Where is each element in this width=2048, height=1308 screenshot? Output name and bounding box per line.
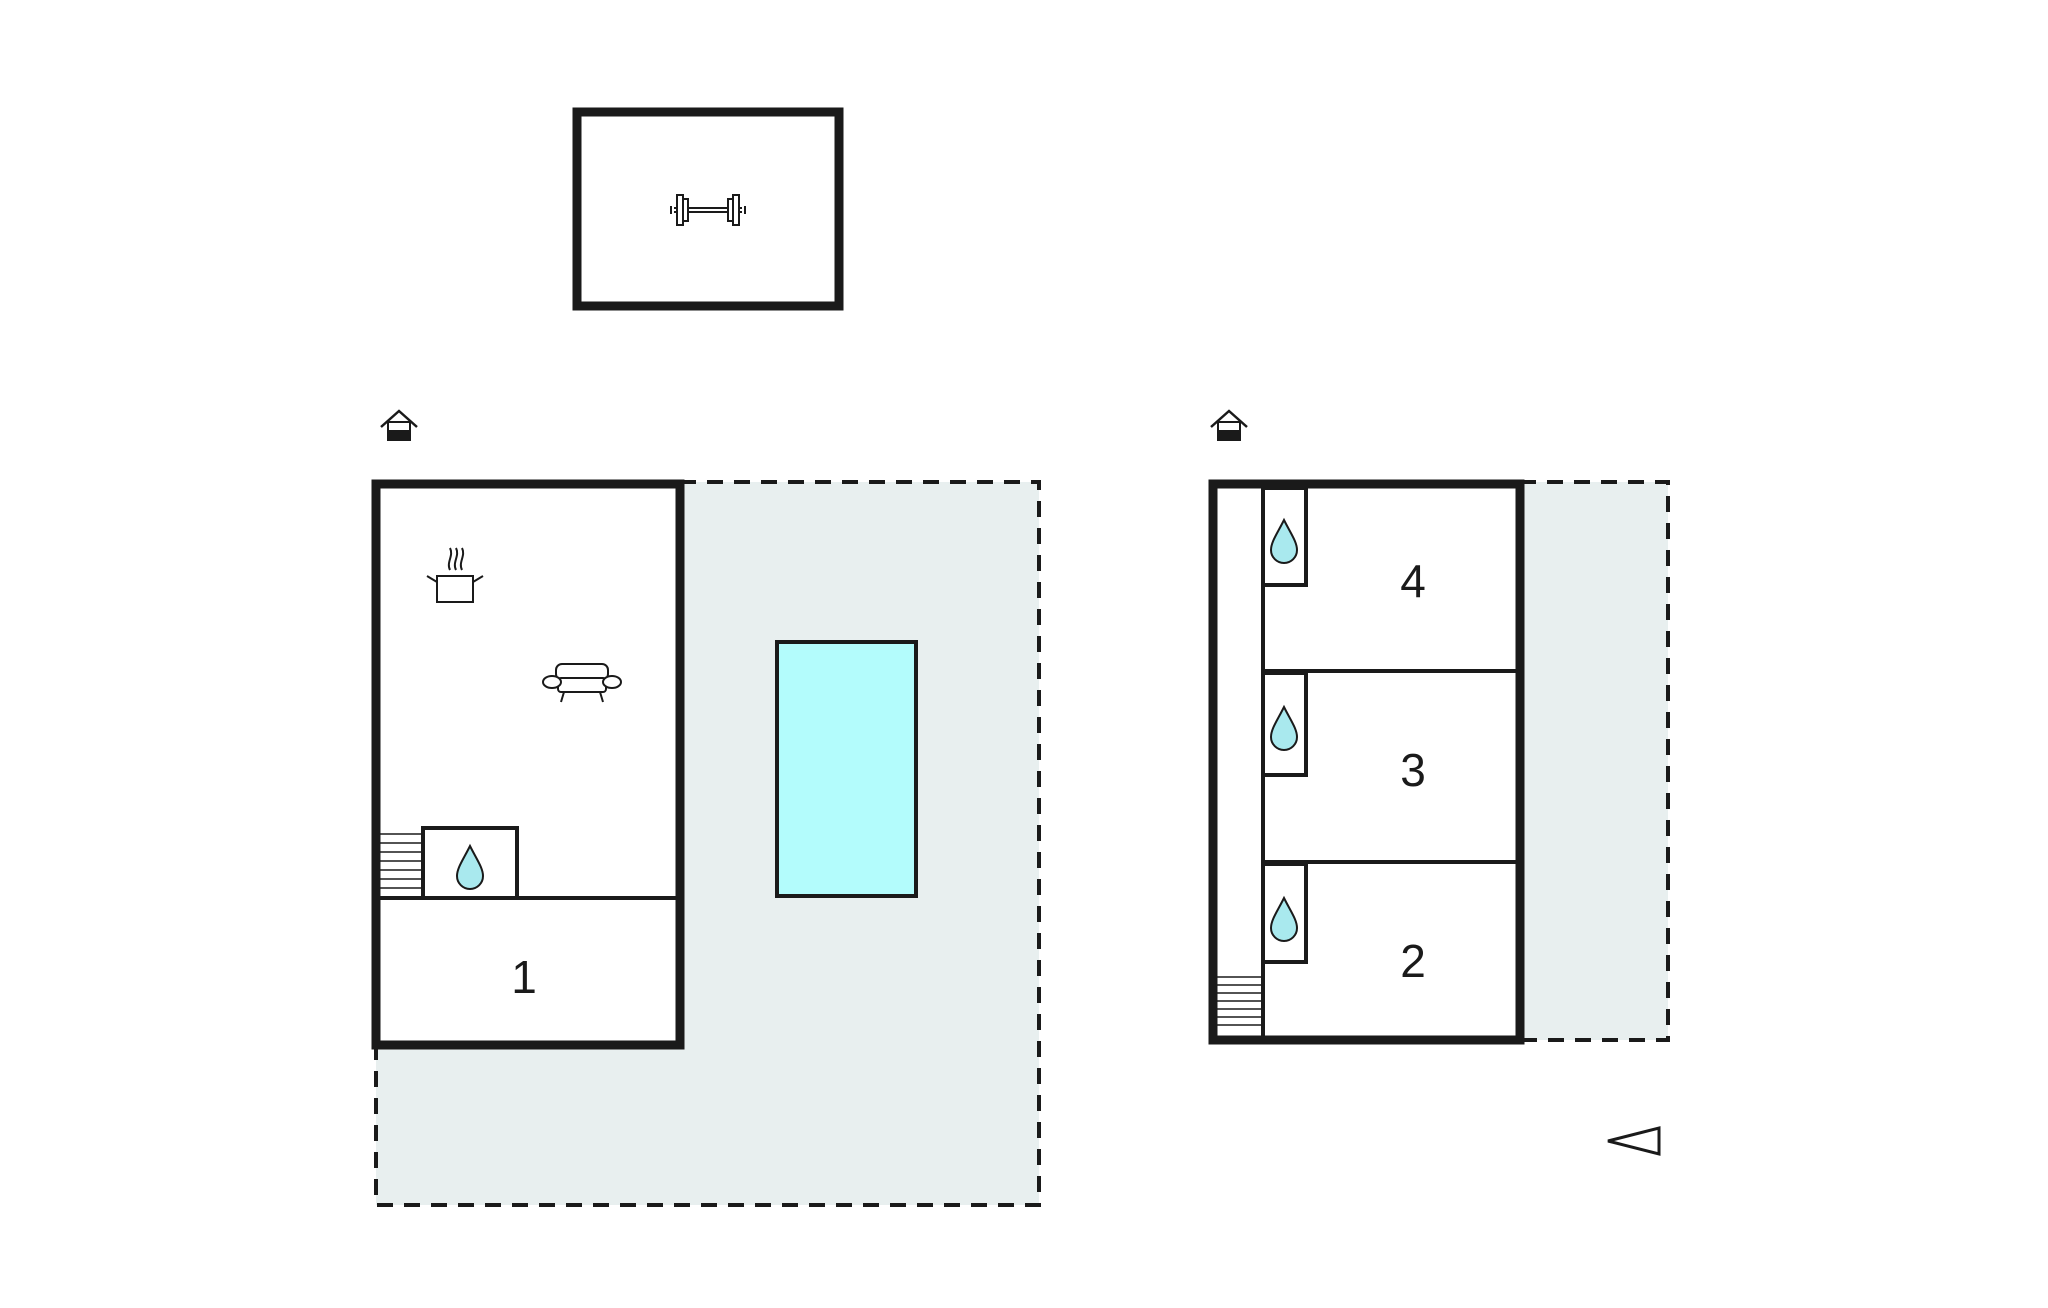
- terrace-right: [1518, 480, 1670, 1042]
- swimming-pool: [775, 640, 918, 898]
- sofa-icon: [542, 663, 622, 703]
- stairs-left: [380, 833, 423, 889]
- gym-building: [572, 107, 844, 311]
- dumbbell-icon: [670, 194, 746, 226]
- room-label-1: 1: [511, 951, 537, 1003]
- room-label-4: 4: [1400, 555, 1426, 607]
- room-label-2: 2: [1400, 935, 1426, 987]
- stairs-right: [1217, 976, 1263, 1026]
- cooking-pot-icon: [426, 547, 484, 603]
- house-entrance-icon: [1209, 409, 1249, 442]
- north-arrow-icon: [1607, 1126, 1661, 1156]
- house-entrance-icon: [379, 409, 419, 442]
- room-label-3: 3: [1400, 744, 1426, 796]
- main-house-right: [1208, 479, 1525, 1045]
- main-house-left: [371, 479, 685, 1050]
